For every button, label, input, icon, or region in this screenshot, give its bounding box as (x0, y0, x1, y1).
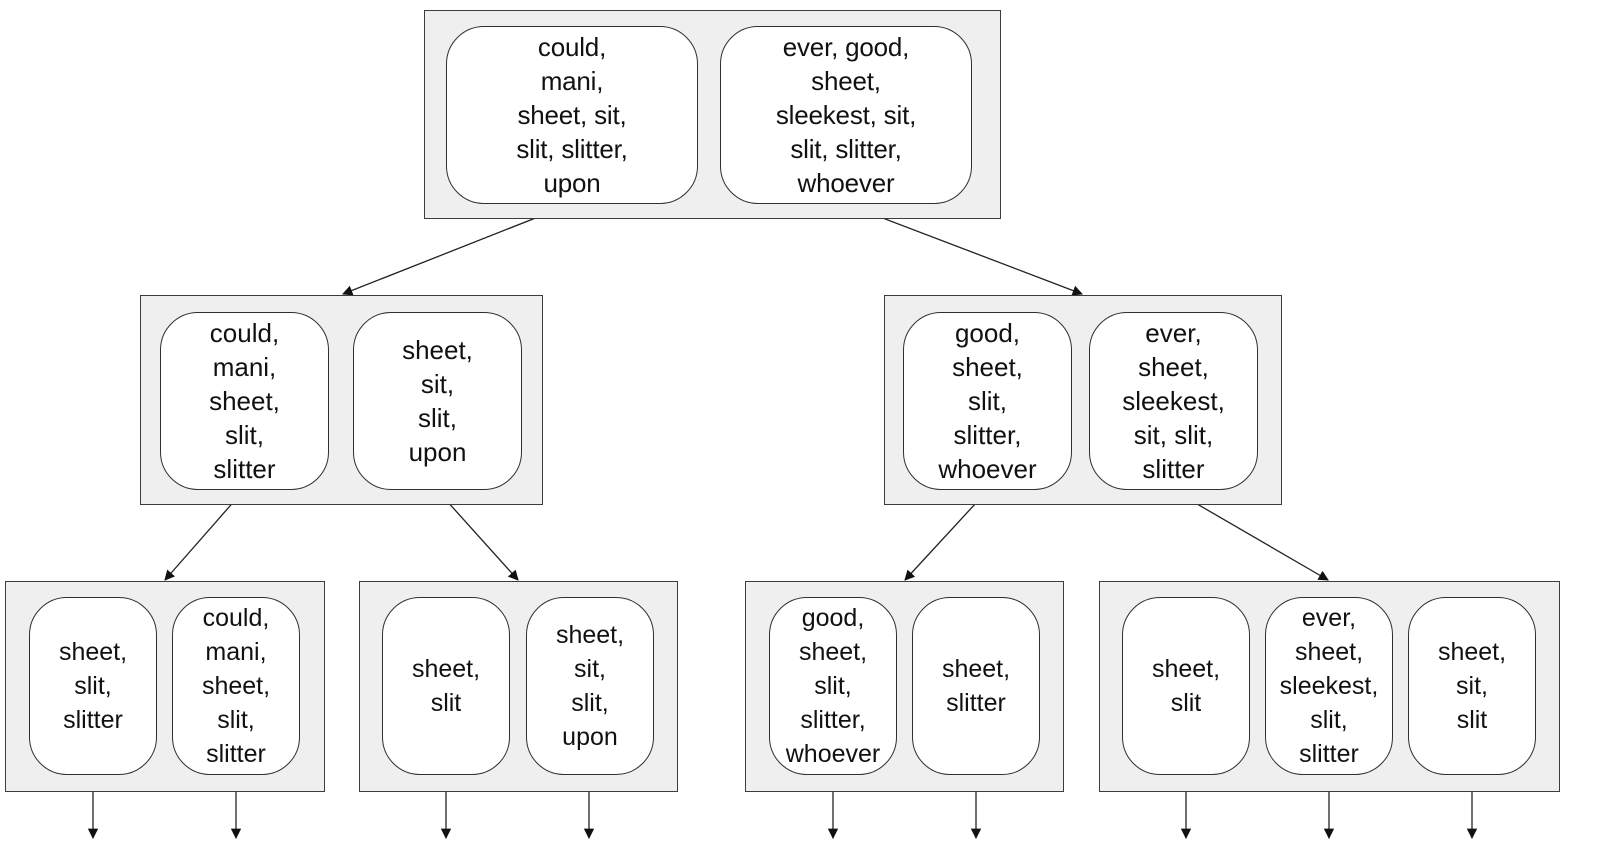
edge-left-to-leaf2 (436, 489, 519, 581)
leaf4-entry-1: sheet, slit (1122, 597, 1250, 775)
level1-right-entry-2: ever, sheet, sleekest, sit, slit, slitte… (1089, 312, 1258, 490)
entry-label: sheet, slit, slitter (58, 638, 128, 734)
entry-label: sheet, slit (411, 655, 481, 717)
level1-left-entry-1: could, mani, sheet, slit, slitter (160, 312, 329, 490)
root-entry-2: ever, good, sheet, sleekest, sit, slit, … (720, 26, 972, 204)
level1-right-entry-1: good, sheet, slit, slitter, whoever (903, 312, 1072, 490)
leaf1-entry-1: sheet, slit, slitter (29, 597, 157, 775)
entry-label: sheet, sit, slit, upon (555, 621, 625, 751)
leaf3-entry-1: good, sheet, slit, slitter, whoever (769, 597, 897, 775)
edge-right-to-leaf3 (904, 489, 989, 581)
edge-root-to-right (845, 203, 1083, 296)
entry-label: could, mani, sheet, sit, slit, slitter, … (516, 32, 628, 198)
entry-label: sheet, sit, slit, upon (402, 335, 473, 467)
entry-label: good, sheet, slit, slitter, whoever (785, 604, 881, 768)
leaf4-entry-2: ever, sheet, sleekest, slit, slitter (1265, 597, 1393, 775)
level1-left-entry-2: sheet, sit, slit, upon (353, 312, 522, 490)
leaf4-entry-3: sheet, sit, slit (1408, 597, 1536, 775)
entry-label: could, mani, sheet, slit, slitter (201, 604, 271, 768)
entry-label: ever, good, sheet, sleekest, sit, slit, … (775, 32, 917, 198)
edge-root-to-left (342, 203, 572, 296)
entry-label: sheet, sit, slit (1437, 638, 1507, 734)
entry-label: sheet, slitter (941, 655, 1011, 717)
leaf2-entry-2: sheet, sit, slit, upon (526, 597, 654, 775)
root-entry-1: could, mani, sheet, sit, slit, slitter, … (446, 26, 698, 204)
leaf1-entry-2: could, mani, sheet, slit, slitter (172, 597, 300, 775)
leaf3-entry-2: sheet, slitter (912, 597, 1040, 775)
edge-right-to-leaf4 (1172, 489, 1329, 581)
entry-label: sheet, slit (1151, 655, 1221, 717)
entry-label: ever, sheet, sleekest, slit, slitter (1279, 604, 1379, 768)
entry-label: could, mani, sheet, slit, slitter (209, 318, 280, 484)
entry-label: good, sheet, slit, slitter, whoever (938, 318, 1037, 484)
entry-label: ever, sheet, sleekest, sit, slit, slitte… (1122, 318, 1225, 484)
leaf2-entry-1: sheet, slit (382, 597, 510, 775)
edge-left-to-leaf1 (164, 489, 245, 581)
